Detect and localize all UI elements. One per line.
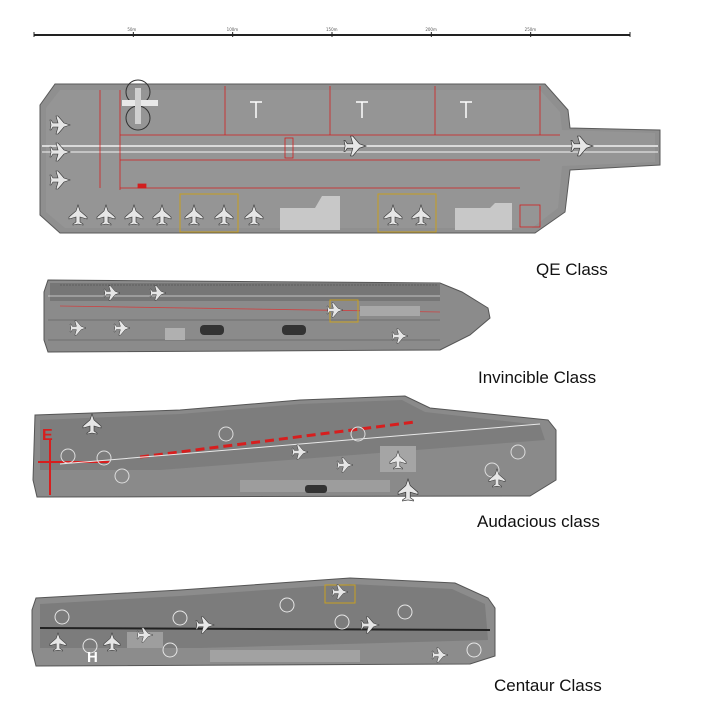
scale-tick-label: 200m — [425, 27, 437, 32]
centaur-jet-icon — [360, 616, 380, 634]
invincible-helicopter-icon — [69, 320, 87, 336]
qe-fwd-island — [455, 203, 512, 230]
centaur-jet-icon — [431, 647, 449, 663]
scale-tick-label: 150m — [326, 27, 338, 32]
qe-jet-icon — [124, 204, 144, 226]
qe-jet-icon — [152, 204, 172, 226]
scale-tick-label: 100m — [226, 27, 239, 32]
scale-tick — [33, 32, 35, 37]
centaur-jet-icon — [136, 627, 154, 643]
qe-jet-icon — [411, 204, 431, 226]
centaur-centerline — [39, 627, 491, 631]
invincible-boat-2 — [282, 325, 306, 335]
scale-tick — [629, 32, 631, 37]
qe-jet-icon — [49, 170, 71, 190]
centaur-jet-icon — [103, 632, 121, 652]
audacious-jet-icon — [389, 450, 407, 470]
invincible-helicopter-icon — [391, 328, 409, 344]
audacious-jet-icon — [488, 468, 506, 488]
qe-aft-island — [280, 196, 340, 230]
audacious-angled-deck — [40, 400, 545, 470]
audacious-dashed-centerline — [139, 420, 416, 459]
audacious-class-label: Audacious class — [477, 512, 600, 531]
scale-tick — [331, 32, 333, 37]
qe-parking-box-1 — [179, 193, 239, 233]
qe-red-markings — [99, 86, 560, 228]
qe-jet-icon — [343, 135, 368, 157]
scale-tick-label: 250m — [524, 27, 537, 32]
invincible-deck-edge — [50, 283, 440, 301]
invincible-jet-icon — [149, 285, 167, 301]
centaur-jet-icon — [49, 632, 67, 652]
qe-jet-icon — [570, 135, 595, 157]
qe-deck-markers — [250, 101, 472, 118]
qe-jet-icon — [184, 204, 204, 226]
invincible-jet-icon — [326, 302, 344, 318]
centaur-jet-icon — [331, 584, 349, 600]
qe-parking-box-2 — [377, 193, 437, 233]
centaur-deck-circles — [54, 597, 482, 658]
invincible-boat-1 — [200, 325, 224, 335]
audacious-deck-circles — [60, 426, 526, 484]
qe-jet-icon — [383, 204, 403, 226]
centaur-jet-icon — [195, 616, 215, 634]
invincible-class-label: Invincible Class — [478, 368, 597, 387]
audacious-jet-icon — [291, 444, 309, 460]
qe-jet-icon — [49, 142, 71, 162]
scale-tick — [132, 32, 134, 37]
scale-tick — [530, 32, 532, 37]
qe-class-label: QE Class — [536, 260, 608, 279]
qe-jet-icon — [49, 115, 71, 135]
qe-helicopter-icon — [122, 79, 158, 131]
audacious-jet-icon — [82, 413, 102, 435]
invincible-class-carrier — [43, 279, 491, 353]
qe-jet-icon — [244, 204, 264, 226]
centaur-class-label: Centaur Class — [494, 676, 602, 695]
qe-jet-icon — [214, 204, 234, 226]
audacious-jet-icon — [397, 477, 419, 502]
invincible-helicopter-icon — [113, 320, 131, 336]
centaur-class-carrier — [31, 577, 496, 667]
audacious-class-carrier — [32, 395, 557, 502]
scale-tick — [232, 32, 234, 37]
scale-bar — [33, 32, 631, 37]
qe-class-carrier — [39, 79, 661, 234]
qe-jet-icon — [96, 204, 116, 226]
audacious-jet-icon — [336, 457, 354, 473]
invincible-jet-icon — [103, 285, 121, 301]
qe-jet-icon — [68, 204, 88, 226]
scale-tick-label: 50m — [127, 27, 137, 32]
audacious-deck-letter: E — [42, 427, 53, 444]
centaur-island — [210, 650, 360, 662]
scale-tick — [430, 32, 432, 37]
centaur-deck-letter: H — [87, 649, 98, 666]
